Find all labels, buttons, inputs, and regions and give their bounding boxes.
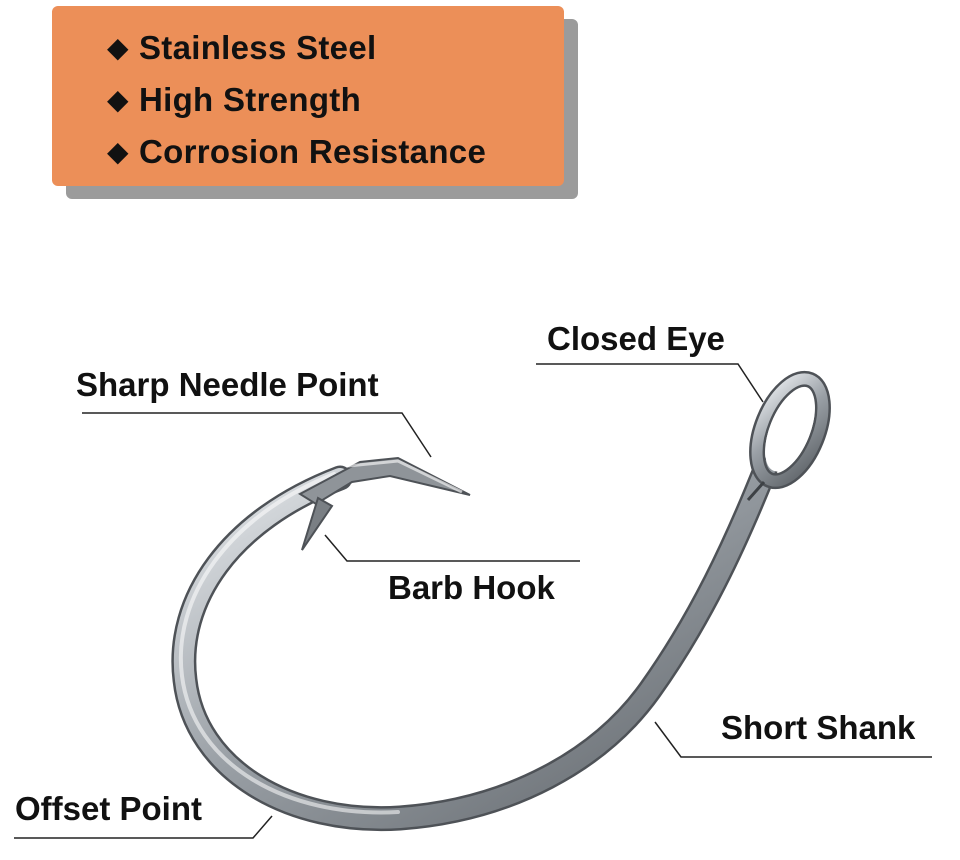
closed-eye-leader-line xyxy=(536,363,764,403)
short-shank-leader-line xyxy=(654,721,932,758)
short-shank-label: Short Shank xyxy=(721,709,916,746)
barb-hook-label: Barb Hook xyxy=(388,569,555,606)
feature-label: Corrosion Resistance xyxy=(139,133,487,170)
feature-item-high-strength: ◆ High Strength xyxy=(107,74,564,126)
feature-label: Stainless Steel xyxy=(139,29,377,66)
offset-point-leader-line xyxy=(14,815,273,839)
feature-label: High Strength xyxy=(139,81,362,118)
closed-eye-label: Closed Eye xyxy=(547,320,725,357)
barb-hook-leader-line xyxy=(324,534,580,562)
diamond-bullet-icon: ◆ xyxy=(107,84,129,115)
offset-point-label: Offset Point xyxy=(15,790,202,827)
feature-box: ◆ Stainless Steel ◆ High Strength ◆ Corr… xyxy=(52,6,564,186)
sharp-needle-point-leader-line xyxy=(82,412,432,458)
feature-item-corrosion-resistance: ◆ Corrosion Resistance xyxy=(107,126,564,178)
fishing-hook-icon xyxy=(171,370,831,832)
diamond-bullet-icon: ◆ xyxy=(107,32,129,63)
diamond-bullet-icon: ◆ xyxy=(107,136,129,167)
sharp-needle-point-label: Sharp Needle Point xyxy=(76,366,379,403)
callout-lines xyxy=(14,363,932,839)
feature-item-stainless-steel: ◆ Stainless Steel xyxy=(107,22,564,74)
